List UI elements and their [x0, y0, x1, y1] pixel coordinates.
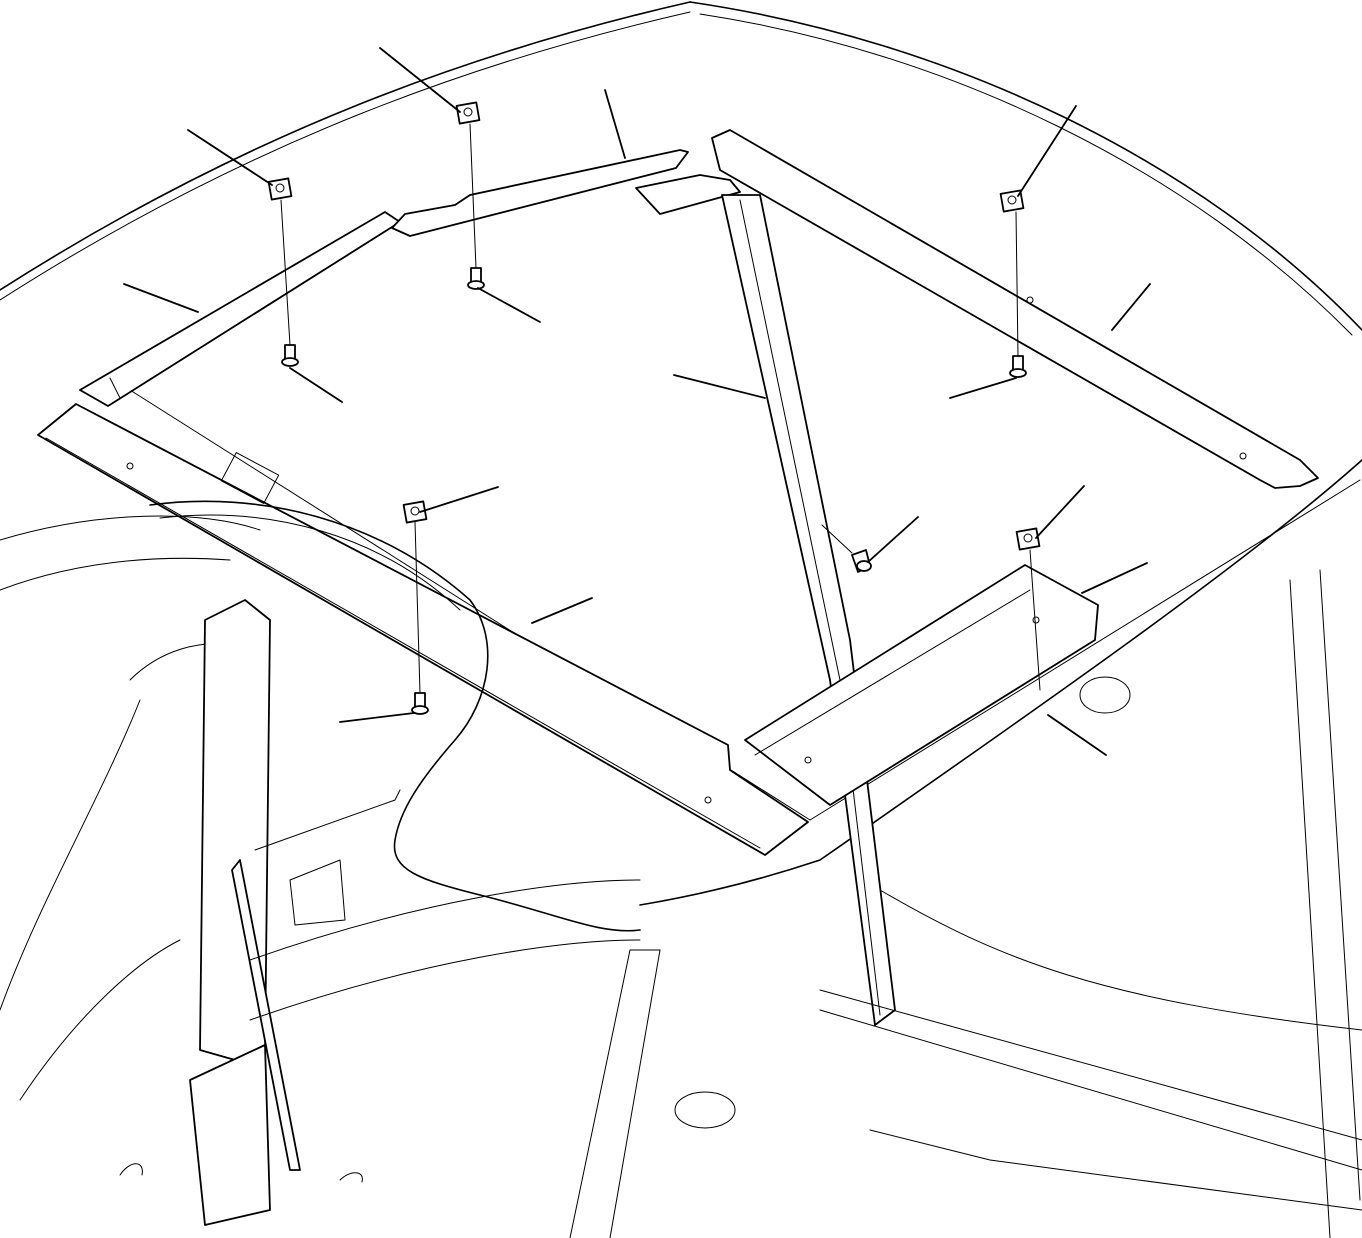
assembly-lines	[280, 123, 1041, 694]
leader-lines	[123, 47, 1151, 756]
overhead-console	[149, 500, 641, 932]
lower-cab	[0, 515, 1362, 1238]
bolt-3	[1009, 355, 1027, 378]
roof-outline	[0, 1, 1362, 906]
clip-nut-2	[455, 101, 481, 125]
clip-nut-1	[267, 177, 293, 201]
bolt-1	[281, 344, 299, 367]
left-upper-trim	[79, 211, 401, 407]
clip-nut-4	[402, 500, 428, 524]
roof-panel	[129, 389, 1361, 821]
bolt-2	[467, 267, 485, 290]
clip-nut-5	[1015, 527, 1041, 551]
left-front-trim	[37, 403, 809, 856]
right-trim	[711, 129, 1319, 489]
bolt-4	[411, 692, 429, 715]
top-bracket	[635, 174, 741, 215]
right-tray	[744, 564, 1099, 806]
bolt-5	[851, 549, 872, 573]
center-pillar	[721, 194, 896, 1026]
top-middle-trim	[391, 149, 689, 237]
